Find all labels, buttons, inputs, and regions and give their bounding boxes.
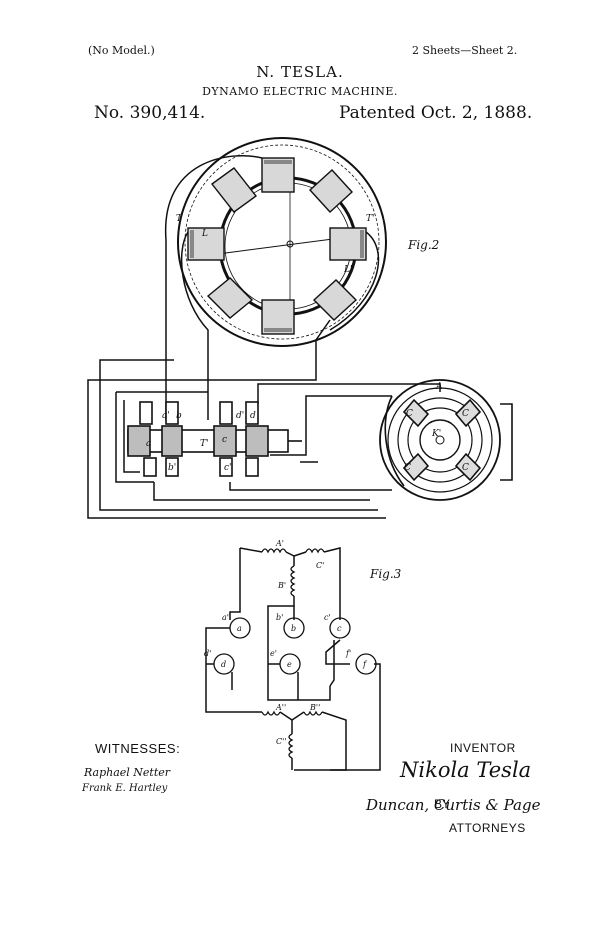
- label-d-prime: d': [204, 649, 211, 658]
- label-b-prime: b': [168, 463, 176, 473]
- model-note: (No Model.): [88, 44, 155, 57]
- inventor-signature: Nikola Tesla: [400, 758, 532, 782]
- patent-date: Patented Oct. 2, 1888.: [339, 103, 533, 123]
- label-B-prime: B': [277, 581, 286, 590]
- label-d-prime: d': [236, 411, 244, 421]
- fig2-label: Fig.2: [407, 238, 439, 252]
- label-a: a: [237, 624, 242, 633]
- witness-signature-2: Frank E. Hartley: [82, 783, 168, 794]
- pole-coil: [206, 277, 254, 319]
- by-label: BY: [434, 797, 451, 811]
- label-A-prime: A': [275, 539, 284, 548]
- label-d: d: [221, 660, 226, 669]
- label-c-prime: c': [224, 463, 232, 473]
- attorneys-label: ATTORNEYS: [449, 821, 526, 835]
- label-T-prime: T': [366, 214, 374, 224]
- patent-number: No. 390,414.: [94, 103, 206, 123]
- label-C: C: [462, 463, 469, 473]
- label-T-shaft: T': [200, 439, 208, 449]
- label-f: f: [362, 660, 368, 669]
- label-T: T: [176, 214, 183, 224]
- label-f-prime: f': [345, 649, 351, 658]
- label-A: A: [435, 382, 443, 392]
- label-d: d: [250, 411, 256, 421]
- label-a-prime: a': [162, 411, 170, 421]
- fig2-motor: [379, 379, 513, 501]
- inventor-name-title: N. TESLA.: [256, 63, 344, 81]
- label-b: b: [176, 411, 182, 421]
- inventor-label: INVENTOR: [450, 741, 516, 755]
- label-e-prime: e': [270, 649, 277, 658]
- fig2-generator: [177, 137, 387, 347]
- fig2-labels: T T' L L' A a b c d a' b' c' d' T' C C C…: [146, 214, 469, 473]
- patent-title: DYNAMO ELECTRIC MACHINE.: [202, 85, 398, 98]
- label-b-prime: b': [276, 613, 283, 622]
- label-L-prime: L': [343, 265, 352, 275]
- witness-signature-1: Raphael Netter: [84, 766, 171, 779]
- label-K: K': [431, 429, 441, 439]
- label-c: c: [222, 435, 227, 445]
- sheet-number: 2 Sheets—Sheet 2.: [412, 44, 518, 57]
- attorneys-signature: Duncan, Curtis & Page: [366, 796, 541, 814]
- label-B-double-prime: B'': [309, 703, 320, 712]
- fig3-label: Fig.3: [369, 567, 402, 581]
- fig3-labels: A' C' B' a b c d e f a' b' c' d' e' f' A…: [204, 539, 402, 746]
- label-C: C: [404, 463, 411, 473]
- pole-coil: [211, 167, 257, 213]
- label-e: e: [287, 660, 292, 669]
- label-c: c: [337, 624, 342, 633]
- label-C-double-prime: C'': [276, 737, 287, 746]
- label-C: C: [406, 409, 413, 419]
- fig2-wiring: [87, 155, 441, 519]
- label-a-prime: a': [222, 613, 229, 622]
- fig3-circuit: [205, 547, 381, 771]
- pole-coil: [309, 169, 353, 213]
- label-A-double-prime: A'': [275, 703, 286, 712]
- label-a: a: [146, 439, 151, 449]
- fig2-commutator: [127, 401, 302, 477]
- label-C-prime: C': [316, 561, 324, 570]
- label-C: C: [462, 409, 469, 419]
- label-b: b: [291, 624, 296, 633]
- label-L: L: [201, 229, 208, 239]
- pole-coil: [312, 279, 358, 321]
- witnesses-label: WITNESSES:: [95, 741, 181, 756]
- label-c-prime: c': [324, 613, 331, 622]
